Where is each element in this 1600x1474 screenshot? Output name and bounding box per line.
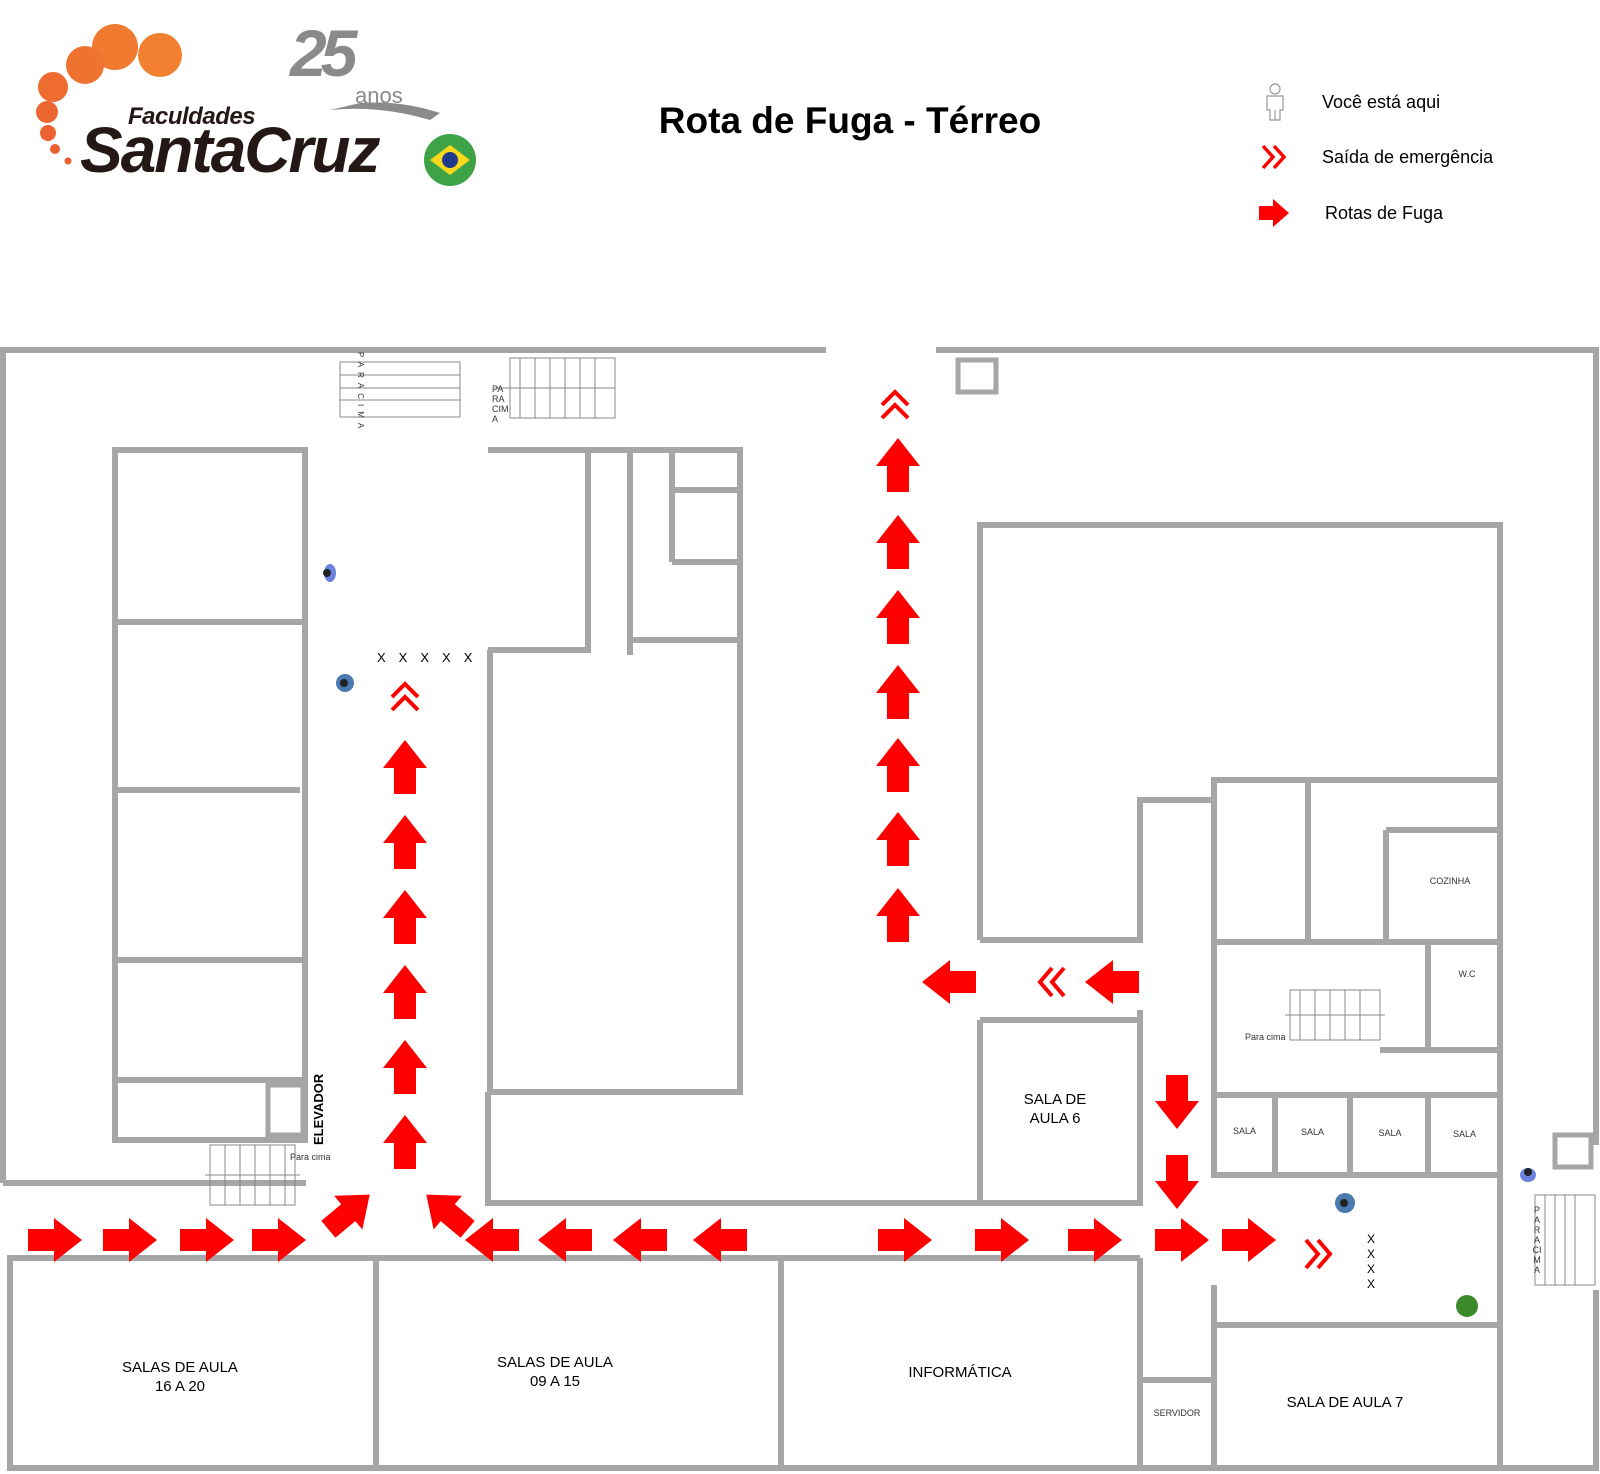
anniversary-number: 25	[290, 16, 357, 90]
room-wc: W.C	[1458, 969, 1476, 979]
room-informatica: INFORMÁTICA	[908, 1364, 1012, 1381]
room-sala-aula-7: SALA DE AULA 7	[1286, 1394, 1404, 1411]
room-sala-small: SALA	[1300, 1127, 1324, 1137]
room-cozinha: COZINHA	[1429, 876, 1471, 886]
emergency-exit-markers	[390, 389, 1333, 1270]
brand-large-text: SantaCruz	[80, 114, 380, 186]
person-outline-icon	[1250, 82, 1300, 122]
legend-item-you-are-here: Você está aqui	[1250, 82, 1440, 122]
stairs-up-label-vertical: PARACIMA	[1532, 1205, 1542, 1275]
stairs	[205, 357, 1596, 1286]
stairs-up-label-rotated: PARACIMA	[356, 352, 365, 434]
stairs-up-label: Para cima	[1245, 1032, 1286, 1042]
room-sala-small: SALA	[1232, 1126, 1256, 1136]
faculdades-santa-cruz-logo: 25 anos Faculdades SantaCruz	[30, 15, 500, 190]
page-title: Rota de Fuga - Térreo	[658, 100, 1042, 141]
barrier-x-row: XXXXX	[377, 650, 486, 665]
legend-label: Rotas de Fuga	[1325, 202, 1444, 223]
you-are-here-markers	[323, 564, 1536, 1317]
anniversary-word: anos	[355, 83, 403, 108]
stairs-up-label: Para cima	[290, 1152, 331, 1162]
legend-item-escape-route: Rotas de Fuga	[1250, 193, 1443, 233]
brand-small-text: Faculdades	[128, 103, 256, 130]
room-servidor: SERVIDOR	[1153, 1408, 1201, 1418]
double-chevron-icon	[1250, 137, 1300, 177]
room-sala-small: SALA	[1378, 1128, 1402, 1138]
legend-item-emergency-exit: Saída de emergência	[1250, 137, 1493, 177]
walls	[0, 347, 1599, 1471]
orange-dots-icon	[36, 24, 476, 186]
legend-label: Saída de emergência	[1322, 146, 1494, 167]
elevator-label: ELEVADOR	[311, 1073, 326, 1145]
room-sala-small: SALA	[1452, 1129, 1476, 1139]
red-arrow-icon	[1250, 193, 1300, 233]
legend-label: Você está aqui	[1322, 91, 1441, 112]
